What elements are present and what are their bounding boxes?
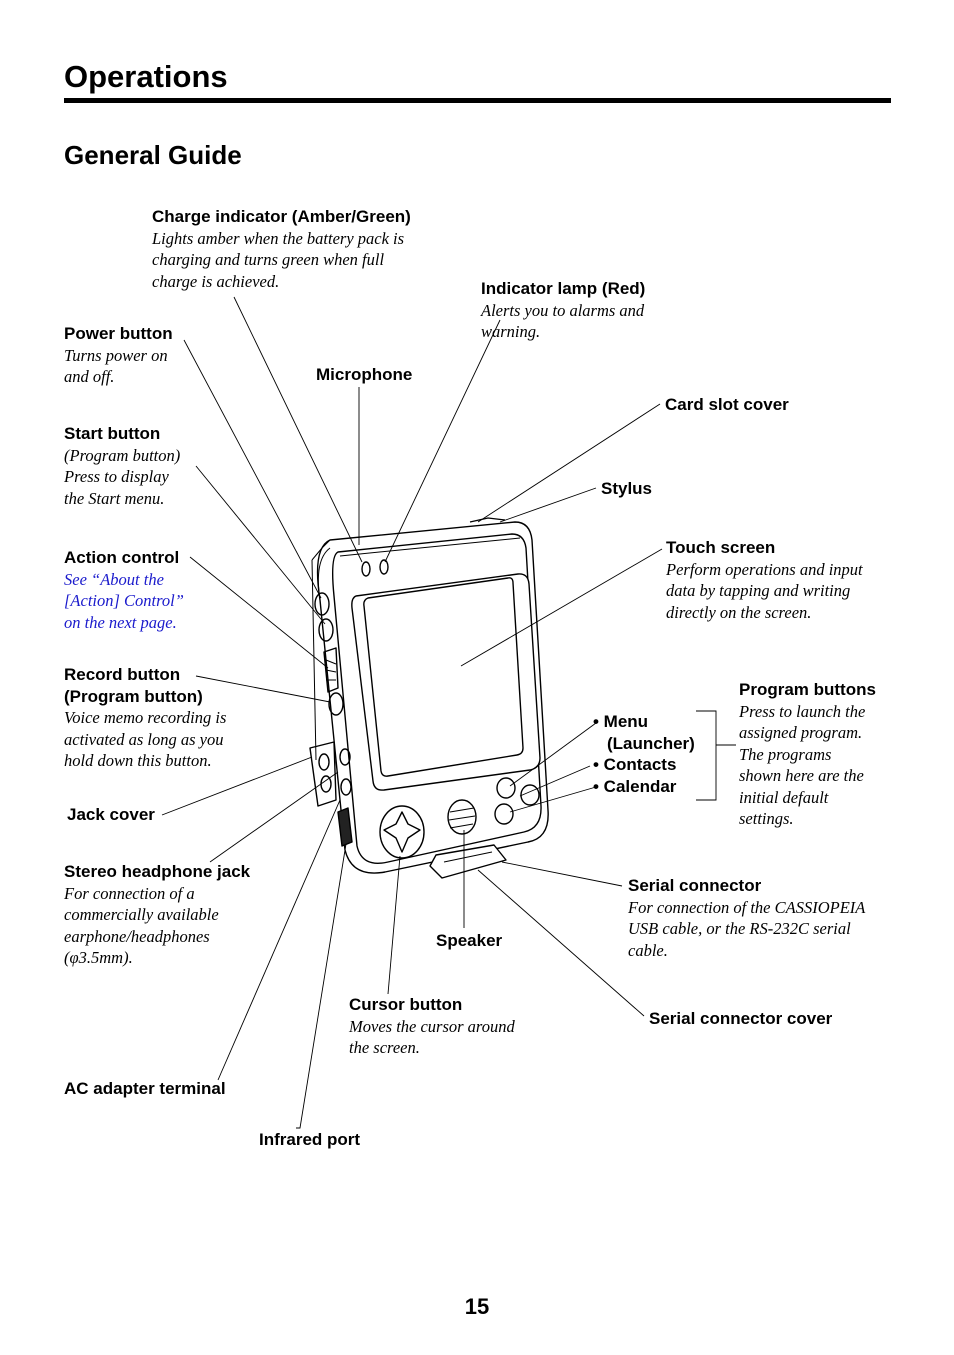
callout-label: Charge indicator (Amber/Green) xyxy=(152,207,411,226)
callout-label: Action control xyxy=(64,548,180,567)
callout-desc-line: Moves the cursor around xyxy=(349,1016,515,1036)
callout-desc-line: Press to display xyxy=(64,467,169,486)
leader-lines xyxy=(161,296,736,1129)
callout-infrared-port: Infrared port xyxy=(259,1130,361,1149)
callout-touch-screen: Touch screen Perform operations and inpu… xyxy=(666,537,863,623)
callout-desc-line: USB cable, or the RS-232C serial xyxy=(628,919,851,938)
callout-indicator-lamp: Indicator lamp (Red) Alerts you to alarm… xyxy=(481,278,645,343)
callout-desc-line: initial default xyxy=(739,787,829,807)
callout-serial-connector-cover: Serial connector cover xyxy=(649,1009,833,1028)
callout-ac-adapter: AC adapter terminal xyxy=(64,1079,226,1098)
callout-record-button: Record button (Program button) Voice mem… xyxy=(64,664,226,772)
callout-desc-line: hold down this button. xyxy=(64,751,212,770)
callout-stereo-jack: Stereo headphone jack For connection of … xyxy=(64,861,250,969)
callout-desc-line: charge is achieved. xyxy=(152,271,280,291)
callout-label: Indicator lamp (Red) xyxy=(481,279,646,298)
callout-cursor-button: Cursor button Moves the cursor around th… xyxy=(349,994,515,1059)
callout-link-line[interactable]: on the next page. xyxy=(64,612,177,632)
callout-desc-line: Alerts you to alarms and xyxy=(481,300,645,320)
section-title: General Guide xyxy=(64,140,242,170)
callout-jack-cover: Jack cover xyxy=(67,805,155,824)
callout-desc-line: shown here are the xyxy=(739,766,864,785)
callout-desc-line: Perform operations and input xyxy=(666,559,863,579)
callout-card-slot-cover: Card slot cover xyxy=(665,395,789,414)
callout-charge-indicator: Charge indicator (Amber/Green) Lights am… xyxy=(152,206,411,292)
callout-action-control: Action control See “About the [Action] C… xyxy=(64,547,184,633)
callout-desc-line: the screen. xyxy=(349,1038,420,1057)
callout-power-button: Power button Turns power on and off. xyxy=(64,323,173,388)
callout-start-button: Start button (Program button) Press to d… xyxy=(64,423,180,509)
callout-desc-line: cable. xyxy=(628,940,668,960)
callout-desc-line: earphone/headphones xyxy=(64,926,210,946)
callout-label: (Program button) xyxy=(64,686,203,706)
callout-label: Cursor button xyxy=(349,995,463,1014)
callout-desc-line: Lights amber when the battery pack is xyxy=(152,228,405,248)
callout-desc-line: warning. xyxy=(481,322,541,341)
callout-microphone: Microphone xyxy=(316,365,413,384)
callout-label: Touch screen xyxy=(666,538,776,557)
callout-desc-line: Press to launch the xyxy=(739,701,866,721)
callout-desc-line: and off. xyxy=(64,367,115,386)
callout-program-buttons: Program buttons Press to launch the assi… xyxy=(739,679,876,830)
callout-desc-line: assigned program. xyxy=(739,723,863,742)
callout-label: Power button xyxy=(64,324,173,343)
callout-desc-line: commercially available xyxy=(64,905,219,924)
list-item: • Menu xyxy=(593,712,649,731)
program-button-list: • Menu (Launcher) • Contacts • Calendar xyxy=(593,711,695,797)
callout-desc-line: directly on the screen. xyxy=(666,602,812,622)
list-item: (Launcher) xyxy=(607,733,695,753)
callout-label: Start button xyxy=(64,424,161,443)
callout-desc-line: the Start menu. xyxy=(64,488,165,508)
callout-desc-line: (Program button) xyxy=(64,445,181,465)
callout-serial-connector: Serial connector For connection of the C… xyxy=(628,875,865,961)
callout-desc-line: Turns power on xyxy=(64,345,168,365)
callout-stylus: Stylus xyxy=(601,479,653,498)
callout-desc-line: data by tapping and writing xyxy=(666,581,851,600)
device-illustration xyxy=(309,517,549,879)
action-control-link[interactable]: See “About the [Action] Control” on the … xyxy=(64,569,184,634)
callout-desc-line: The programs xyxy=(739,744,832,764)
callout-label: Serial connector xyxy=(628,876,762,895)
callout-label: Record button xyxy=(64,665,181,684)
callout-link-line[interactable]: [Action] Control” xyxy=(64,591,184,610)
callout-desc-line: (φ3.5mm). xyxy=(64,948,133,967)
callout-desc-line: For connection of a xyxy=(64,883,195,903)
callout-desc-line: settings. xyxy=(739,809,794,828)
callout-speaker: Speaker xyxy=(436,931,503,950)
callout-label: Program buttons xyxy=(739,680,876,699)
callout-label: Stereo headphone jack xyxy=(64,862,251,881)
title-rule xyxy=(64,98,891,103)
callout-desc-line: Voice memo recording is xyxy=(64,708,227,727)
page-number: 15 xyxy=(464,1294,490,1319)
list-item: • Calendar xyxy=(593,776,677,796)
callout-link-line[interactable]: See “About the xyxy=(64,569,164,589)
callout-desc-line: activated as long as you xyxy=(64,729,224,749)
page-title: Operations xyxy=(64,59,228,94)
callout-desc-line: charging and turns green when full xyxy=(152,250,385,269)
list-item: • Contacts xyxy=(593,755,677,774)
callout-desc-line: For connection of the CASSIOPEIA xyxy=(628,897,866,917)
